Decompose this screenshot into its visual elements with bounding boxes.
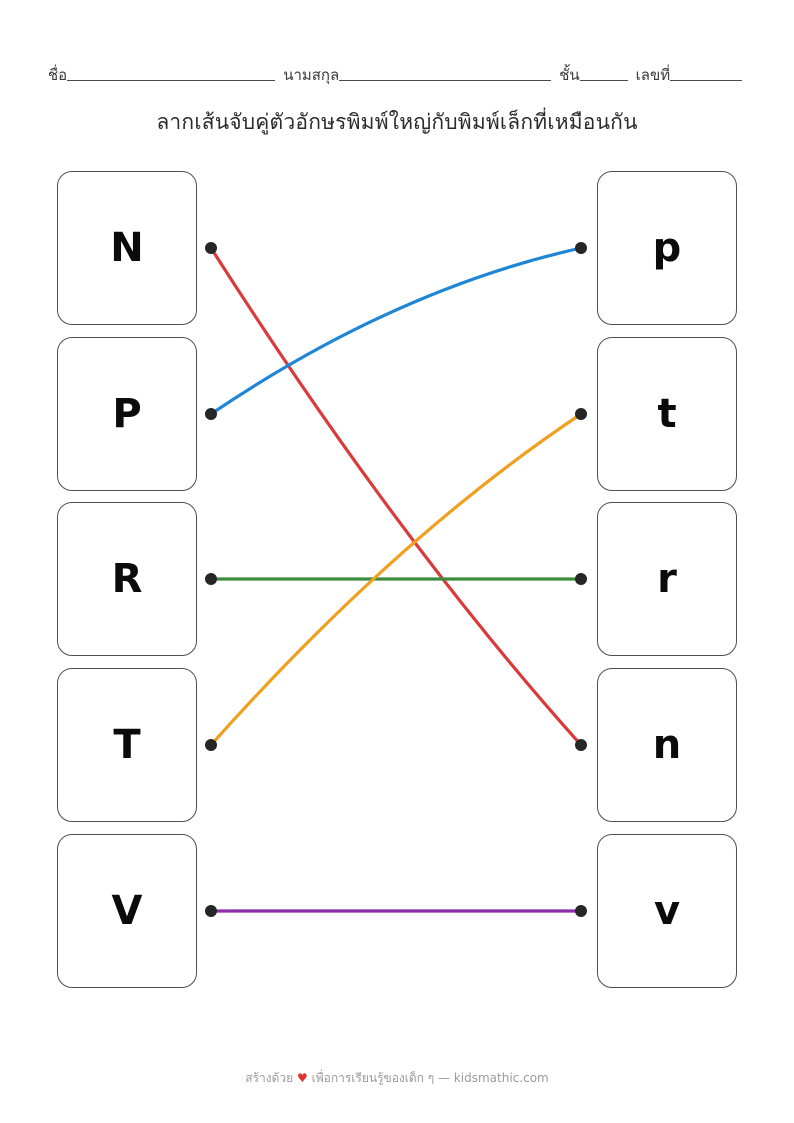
surname-label: นามสกุล <box>283 66 340 84</box>
endpoint-dot-left-1[interactable] <box>205 242 217 254</box>
connector-line-N-n[interactable] <box>209 246 583 747</box>
left-card-3[interactable]: R <box>57 502 197 656</box>
endpoint-dot-right-4[interactable] <box>575 408 587 420</box>
name-label: ชื่อ <box>48 66 68 84</box>
heart-icon: ♥ <box>297 1071 308 1085</box>
connector-line-T-t[interactable] <box>209 412 583 747</box>
right-card-3-letter: r <box>657 556 677 602</box>
footer-text-after: เพื่อการเรียนรู้ของเด็ก ๆ — kidsmathic.c… <box>311 1071 549 1085</box>
right-card-2[interactable]: t <box>597 337 737 491</box>
number-label: เลขที่ <box>635 66 671 84</box>
left-card-4[interactable]: T <box>57 668 197 822</box>
right-card-5-letter: v <box>653 888 681 934</box>
class-label: ชั้น <box>559 66 580 84</box>
right-card-5[interactable]: v <box>597 834 737 988</box>
right-card-4[interactable]: n <box>597 668 737 822</box>
surname-blank-line[interactable] <box>339 79 552 81</box>
endpoint-dot-right-1[interactable] <box>575 739 587 751</box>
left-card-4-letter: T <box>113 722 141 768</box>
endpoint-dot-right-3[interactable] <box>575 573 587 585</box>
worksheet-title: ลากเส้นจับคู่ตัวอักษรพิมพ์ใหญ่กับพิมพ์เล… <box>156 110 638 134</box>
left-card-1[interactable]: N <box>57 171 197 325</box>
endpoint-dot-left-2[interactable] <box>205 408 217 420</box>
connector-line-P-p[interactable] <box>209 246 583 416</box>
endpoint-dot-left-4[interactable] <box>205 739 217 751</box>
student-info-row: ชื่อ นามสกุล ชั้น เลขที่ <box>48 58 746 84</box>
left-card-5[interactable]: V <box>57 834 197 988</box>
right-card-4-letter: n <box>652 722 682 768</box>
left-card-3-letter: R <box>111 556 143 602</box>
right-card-1[interactable]: p <box>597 171 737 325</box>
endpoint-dot-right-2[interactable] <box>575 242 587 254</box>
footer-credit: สร้างด้วย ♥ เพื่อการเรียนรู้ของเด็ก ๆ — … <box>0 1069 794 1088</box>
endpoint-dot-left-3[interactable] <box>205 573 217 585</box>
footer-text-before: สร้างด้วย <box>245 1071 294 1085</box>
class-blank-line[interactable] <box>579 79 628 81</box>
right-card-3[interactable]: r <box>597 502 737 656</box>
name-blank-line[interactable] <box>67 79 276 81</box>
endpoint-dot-left-5[interactable] <box>205 905 217 917</box>
right-card-1-letter: p <box>652 225 682 271</box>
endpoint-dot-right-5[interactable] <box>575 905 587 917</box>
left-card-1-letter: N <box>110 225 144 271</box>
right-card-2-letter: t <box>657 391 677 437</box>
number-blank-line[interactable] <box>670 79 743 81</box>
left-card-2[interactable]: P <box>57 337 197 491</box>
left-card-5-letter: V <box>111 888 143 934</box>
left-card-2-letter: P <box>112 391 142 437</box>
